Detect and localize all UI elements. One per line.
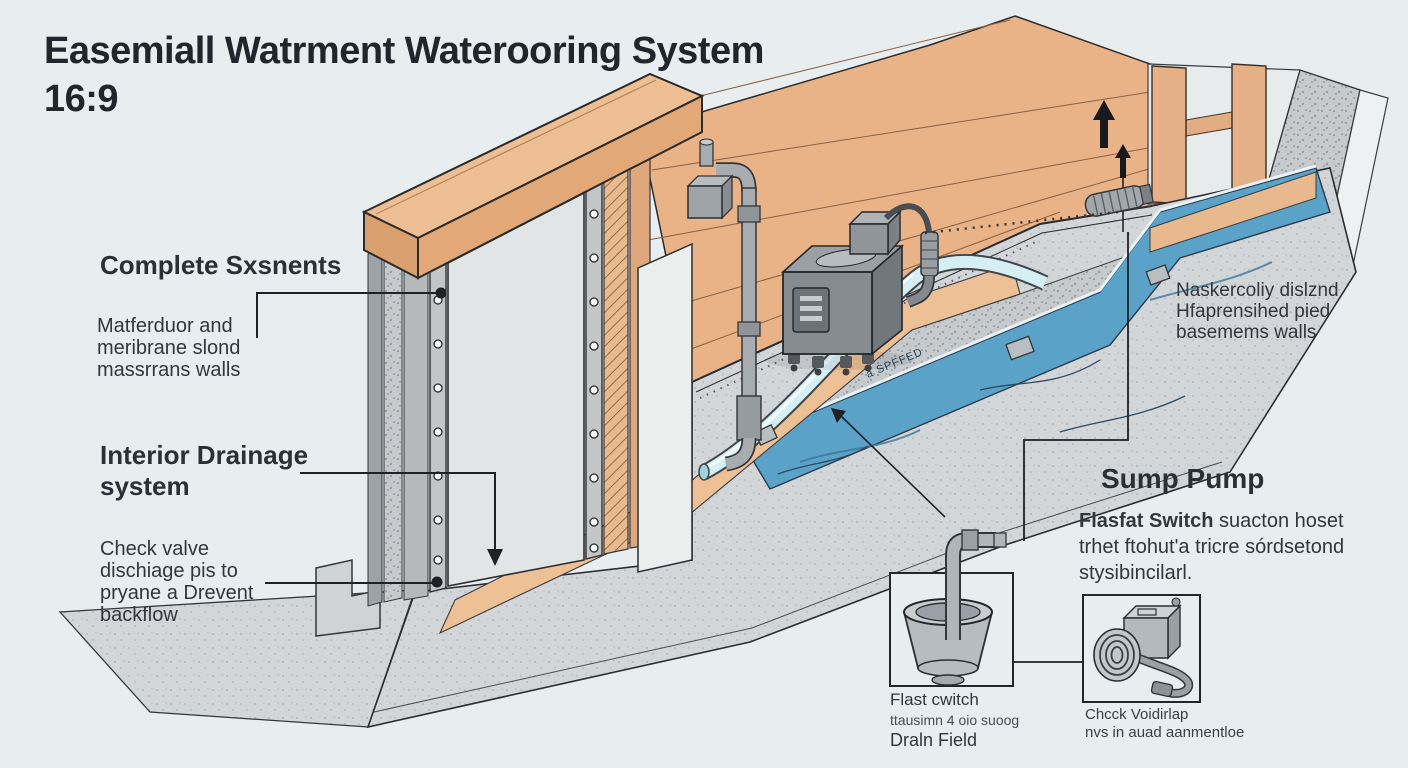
sump-bold-lead: Flasfat Switch [1079, 510, 1214, 532]
wall-junction-box [687, 185, 723, 219]
hose-fitting [1150, 680, 1174, 698]
up-arrow-icon [1093, 100, 1115, 148]
weep-drips [924, 210, 1119, 235]
flow-lines [777, 359, 1186, 475]
hatched-stud [603, 169, 629, 555]
ribbed-pipe-section [1084, 183, 1154, 217]
pump-control-box [849, 223, 889, 255]
label-interior-drainage-heading: Interior Drainage system [100, 440, 309, 501]
hose-coupling [920, 231, 939, 277]
label-right-wall: Naskercoliy dislznd Hfaprensihed pied ba… [1176, 280, 1339, 343]
waterproofed-wall [361, 72, 705, 607]
inset-sump-basin [889, 529, 1014, 687]
page-title: Easemiall Watrment Waterooring System [44, 30, 764, 72]
label-complete-systems-heading: Complete Sxsnents [100, 250, 342, 280]
page-subtitle: 16:9 [44, 78, 119, 120]
label-check-valve: Check valve dischiage pis to pryane a Dr… [100, 538, 254, 626]
rivets-right [589, 209, 599, 553]
label-membrane: Matferduor and meribrane slond massrrans… [97, 315, 241, 381]
rivets-left [433, 295, 443, 565]
pipe-coupling [961, 529, 979, 551]
inset-check-valve [1082, 594, 1201, 703]
sump-line1-rest: suacton hoset [1213, 510, 1344, 532]
leader-lines [256, 232, 1129, 669]
label-sump-pump-body: Flasfat Switch suacton hoset trhet ftohu… [1079, 510, 1345, 584]
sump-pump-unit [765, 203, 939, 376]
concrete-footing [58, 164, 1357, 729]
wood-cap-beam [361, 72, 705, 280]
discharge-standpipe [686, 138, 762, 472]
water-channel [740, 164, 1331, 490]
caption-sump-basin: Flast cwitch ttausimn 4 oio suoog Draln … [890, 690, 1020, 750]
drywall-panel [637, 242, 693, 573]
label-sump-pump-heading: Sump Pump [1101, 463, 1265, 494]
caption-check-valve: Chcck Voidirlap nvs in auad aanmentloe [1085, 706, 1245, 741]
